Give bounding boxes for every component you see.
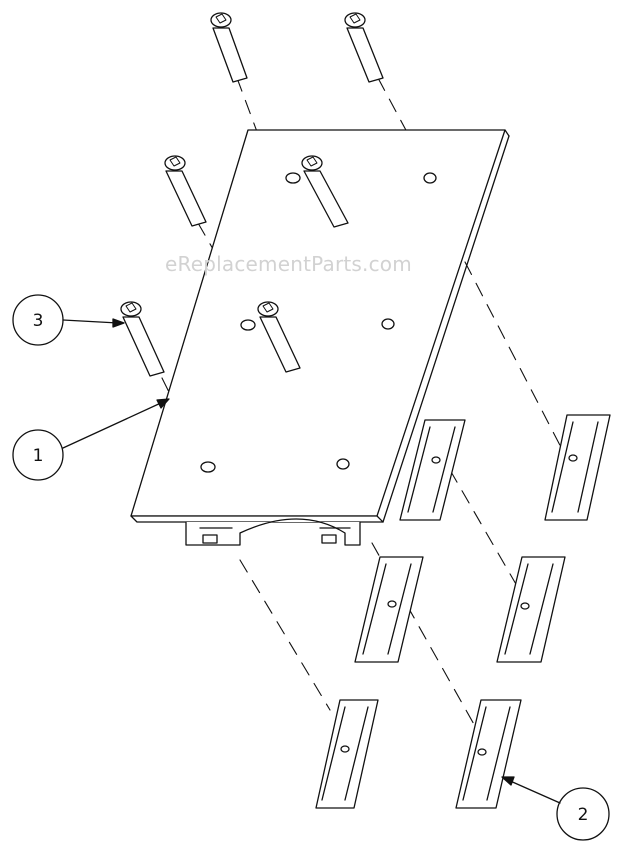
callout-2: 2 bbox=[501, 776, 610, 841]
callout-1: 1 bbox=[12, 398, 170, 481]
t-slot-nut-5 bbox=[315, 699, 379, 809]
t-slot-nut-2 bbox=[544, 414, 611, 521]
watermark-text: eReplacementParts.com bbox=[165, 252, 412, 276]
callout-3: 3 bbox=[12, 294, 125, 346]
t-slot-nut-4 bbox=[496, 556, 566, 663]
screw-5 bbox=[120, 301, 165, 377]
callout-3-label: 3 bbox=[33, 311, 44, 331]
screw-6 bbox=[257, 301, 301, 373]
callout-1-label: 1 bbox=[33, 446, 44, 466]
screw-2 bbox=[344, 12, 384, 83]
screw-1 bbox=[210, 12, 248, 83]
screw-4 bbox=[301, 155, 349, 228]
t-slot-nut-6 bbox=[455, 699, 522, 809]
t-slot-nut-3 bbox=[354, 556, 424, 663]
base-plate bbox=[130, 129, 510, 546]
callout-2-label: 2 bbox=[578, 805, 589, 825]
screw-3 bbox=[164, 155, 207, 227]
t-slot-nut-1 bbox=[399, 419, 466, 521]
